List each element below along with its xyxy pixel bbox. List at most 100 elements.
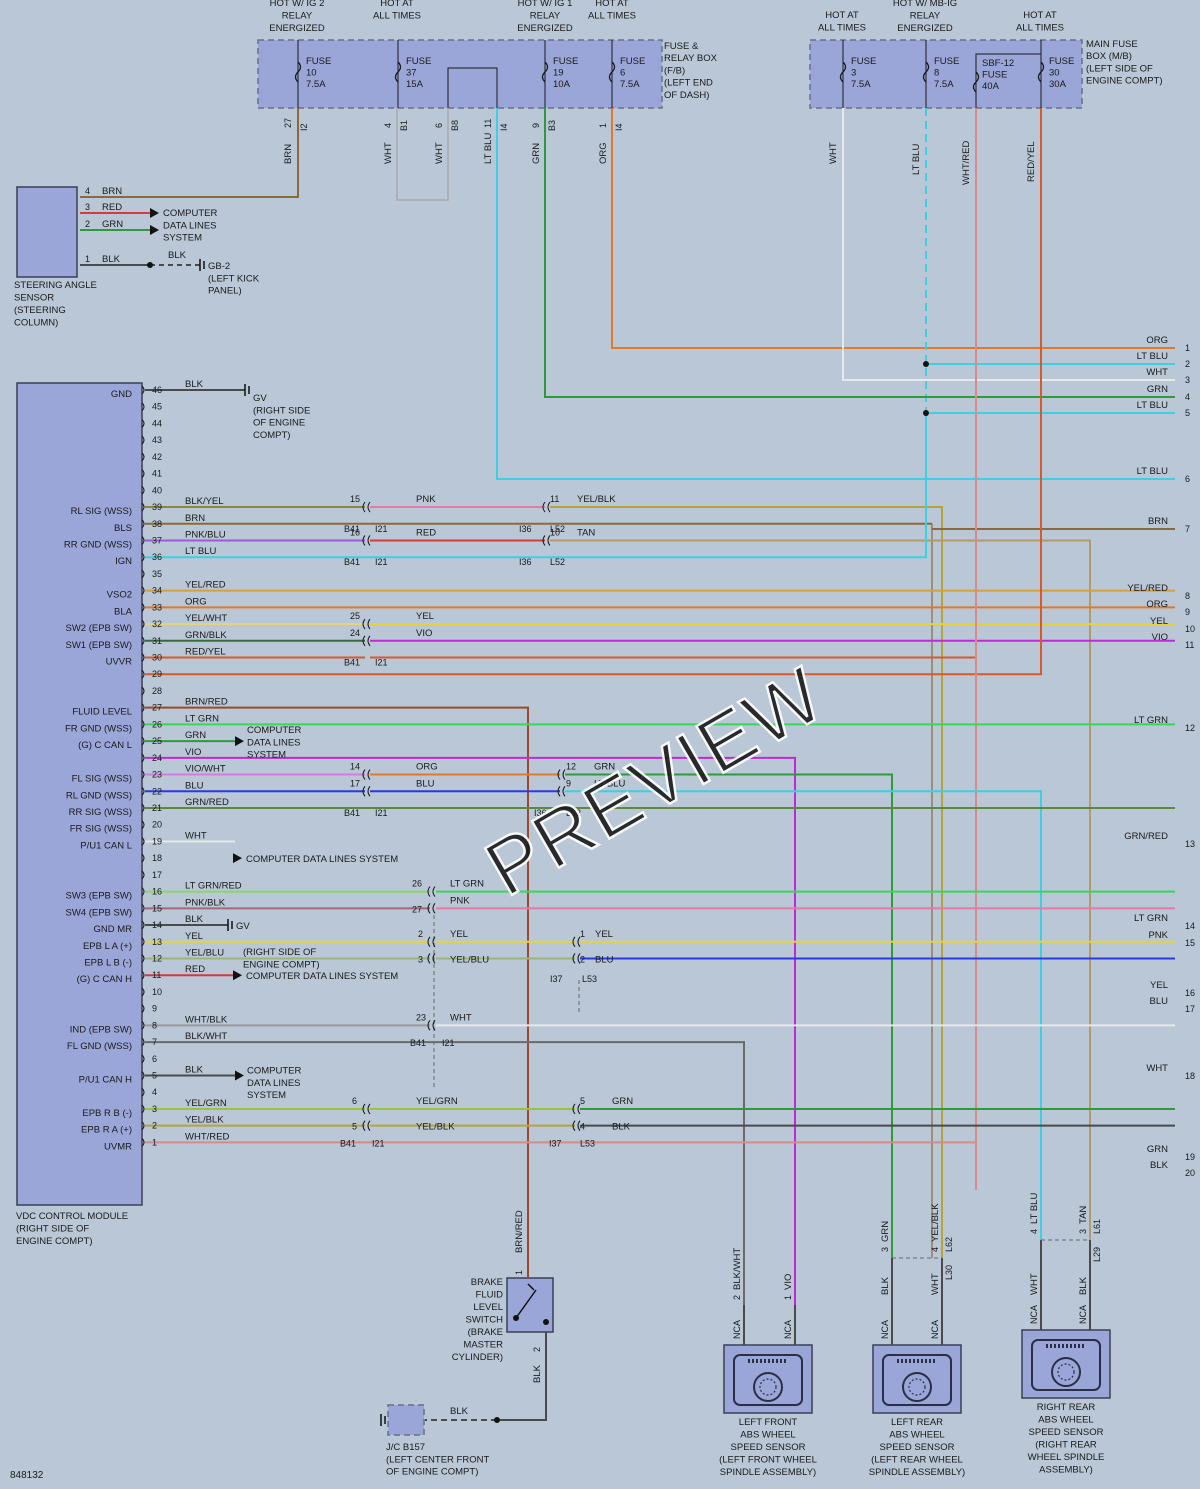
- connector-icon: [362, 535, 371, 546]
- connector-icon: [362, 501, 371, 513]
- label: 37: [152, 535, 162, 545]
- label: 28: [152, 686, 162, 696]
- jc-b157: [387, 1404, 425, 1436]
- wire-redyel-29: [145, 108, 1042, 676]
- connector-icon: [362, 635, 371, 647]
- pin-bracket: [141, 770, 145, 779]
- pin-bracket: [141, 469, 145, 478]
- fuse-icon: [972, 71, 980, 93]
- label: B3: [547, 120, 557, 131]
- label: 1: [598, 123, 608, 128]
- label: CYLINDER): [452, 1352, 503, 1363]
- label: TAN: [577, 527, 595, 538]
- wire-brn-steering: [80, 108, 299, 198]
- label: WHEEL SPINDLE: [1028, 1452, 1105, 1463]
- pin-bracket: [141, 385, 145, 395]
- label: 23: [416, 1012, 426, 1022]
- label: 2: [85, 219, 90, 229]
- label: YEL/BLK: [577, 494, 616, 505]
- label: B41: [344, 524, 360, 534]
- label: 30: [152, 653, 162, 663]
- label: L62: [944, 1237, 954, 1252]
- label: VIO: [185, 747, 201, 758]
- label: GND MR: [93, 924, 132, 935]
- label: 3: [152, 1104, 157, 1114]
- label: LT BLU: [1137, 400, 1168, 411]
- label: BLU: [1150, 996, 1169, 1007]
- pin-bracket: [141, 987, 145, 997]
- wire-wht-loop: [396, 108, 449, 201]
- label: B1: [399, 120, 409, 131]
- label: YEL: [450, 929, 468, 940]
- sbf-link: [975, 53, 1041, 108]
- fuse-icon: [839, 61, 847, 83]
- fuse-icon: [394, 61, 402, 83]
- splice-dot: [513, 1315, 519, 1321]
- label: 36: [152, 552, 162, 562]
- pin-bracket: [141, 837, 145, 846]
- label: B41: [344, 658, 360, 668]
- wire-ltblu-36: [145, 413, 927, 559]
- label: SYSTEM: [247, 1090, 286, 1101]
- fuse-icon: [541, 61, 549, 83]
- wire-wht-row3: [842, 108, 1175, 381]
- label: 9: [566, 778, 571, 788]
- label: ENERGIZED: [517, 23, 573, 34]
- label: 4: [85, 186, 90, 196]
- label: SPEED SENSOR: [880, 1442, 955, 1453]
- ground-icon: [199, 259, 205, 271]
- label: B8: [450, 120, 460, 131]
- splice-dot: [923, 410, 929, 416]
- label: (RIGHT SIDE OF: [243, 947, 316, 958]
- label: ENGINE COMPT): [243, 959, 320, 970]
- label: I21: [372, 1138, 385, 1148]
- wire-blk-switch: [497, 1332, 547, 1421]
- label: WHT: [828, 142, 839, 164]
- label: J/C B157: [386, 1442, 425, 1453]
- ground-icon: [244, 384, 250, 396]
- label: YEL: [1150, 980, 1168, 991]
- label: ORG: [1146, 335, 1168, 346]
- label: 7.5A: [620, 79, 640, 90]
- label: LT GRN: [1134, 913, 1168, 924]
- label: IGN: [115, 556, 132, 567]
- label: HOT AT: [1023, 10, 1057, 21]
- label: 10: [1185, 624, 1195, 634]
- label: LT BLU: [1137, 351, 1168, 362]
- label: I21: [442, 1038, 455, 1048]
- label: LEFT REAR: [891, 1417, 943, 1428]
- label: ENERGIZED: [897, 23, 953, 34]
- label: I37: [550, 974, 563, 984]
- label: 14: [1185, 921, 1195, 931]
- connector-icon: [572, 953, 581, 964]
- label: 19: [152, 836, 162, 846]
- label: VIO: [1152, 632, 1168, 643]
- label: 1: [783, 1295, 793, 1300]
- sensor-body: [1031, 1339, 1101, 1391]
- label: BLK: [185, 379, 204, 390]
- label: 37: [406, 68, 417, 79]
- label: LT BLU: [1137, 466, 1168, 477]
- label: LEVEL: [473, 1302, 503, 1313]
- label: VIO: [783, 1274, 794, 1290]
- label: 45: [152, 402, 162, 412]
- label: BLK: [102, 254, 121, 265]
- label: BLU: [595, 954, 614, 965]
- label: 14: [152, 920, 162, 930]
- label: WHT: [434, 142, 445, 164]
- label: FL SIG (WSS): [72, 774, 132, 785]
- pin-bracket: [141, 502, 145, 512]
- pin-bracket: [141, 603, 145, 612]
- label: 13: [1185, 839, 1195, 849]
- label: 18: [152, 853, 162, 863]
- label: GRN: [594, 762, 615, 773]
- label: 42: [152, 452, 162, 462]
- pin-bracket: [141, 402, 145, 412]
- label: ENGINE COMPT): [16, 1236, 93, 1247]
- label: (LEFT SIDE OF: [1086, 63, 1153, 74]
- label: 11: [152, 970, 161, 980]
- pin-bracket: [141, 1021, 145, 1030]
- connector-icon: [572, 1103, 581, 1115]
- label: I21: [375, 524, 388, 534]
- label: 14: [350, 762, 360, 772]
